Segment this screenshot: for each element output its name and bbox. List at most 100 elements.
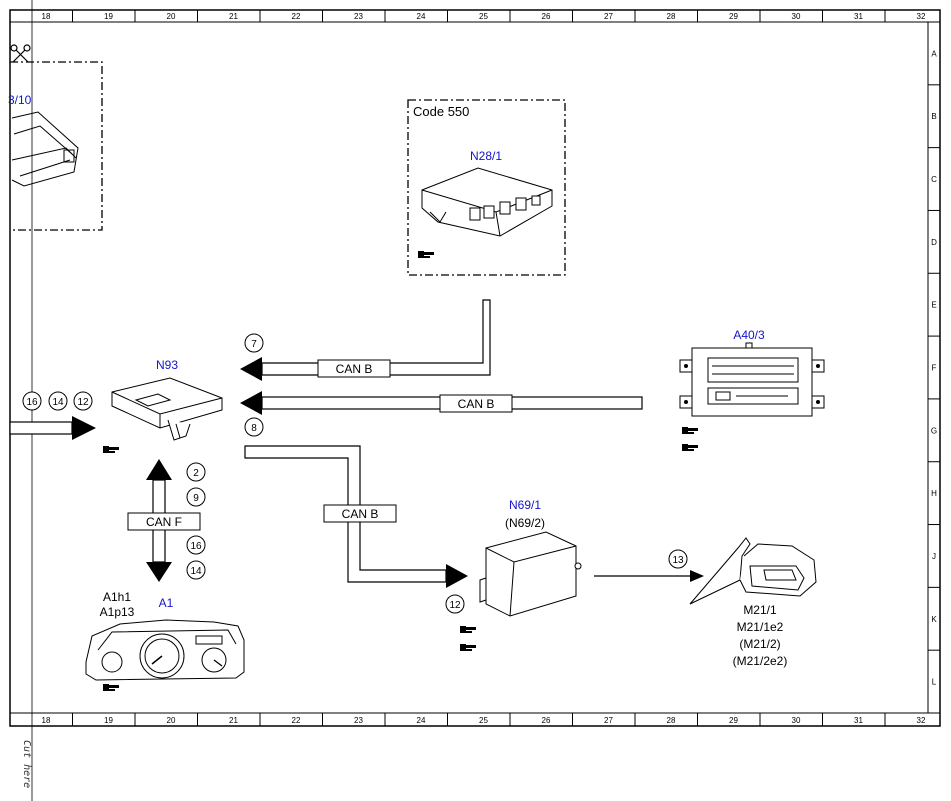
can-b-wire-middle: CAN B xyxy=(240,391,643,415)
a1-module: A1h1 A1p13 A1 xyxy=(85,590,245,691)
svg-text:14: 14 xyxy=(52,397,64,408)
a1h1-label: A1h1 xyxy=(103,590,131,604)
n69-2-label: (N69/2) xyxy=(505,516,545,530)
cut-here-label: Cut here xyxy=(21,740,32,789)
column-number: 21 xyxy=(229,12,238,21)
column-number: 18 xyxy=(42,12,51,21)
column-number: 27 xyxy=(604,12,613,21)
n93-module: N93 xyxy=(103,358,223,453)
column-number: 19 xyxy=(104,12,113,21)
marker-8: 8 xyxy=(244,417,264,437)
svg-text:2: 2 xyxy=(193,468,199,479)
row-letter: F xyxy=(932,364,937,373)
row-letter: A xyxy=(931,49,937,58)
marker-14-lower: 14 xyxy=(186,560,206,580)
svg-text:12: 12 xyxy=(449,600,461,611)
reference-icon xyxy=(460,626,476,633)
n28-1-label: N28/1 xyxy=(470,149,502,163)
a1-label: A1 xyxy=(159,596,174,610)
svg-text:9: 9 xyxy=(193,493,199,504)
svg-text:13: 13 xyxy=(672,555,684,566)
can-b-label-1: CAN B xyxy=(336,362,373,376)
column-number: 23 xyxy=(354,716,363,725)
frame xyxy=(9,0,941,801)
row-letter: C xyxy=(931,175,937,184)
svg-text:7: 7 xyxy=(251,339,257,350)
column-number: 20 xyxy=(167,716,176,725)
marker-14: 14 xyxy=(48,391,68,411)
partial-module-label: 3/10 xyxy=(8,93,32,107)
column-number: 21 xyxy=(229,716,238,725)
code-label: Code 550 xyxy=(413,104,469,119)
column-number: 31 xyxy=(854,12,863,21)
can-b-wire-lower: CAN B xyxy=(244,445,468,588)
column-number: 18 xyxy=(42,716,51,725)
column-number: 32 xyxy=(917,12,926,21)
column-number: 25 xyxy=(479,716,488,725)
svg-text:16: 16 xyxy=(190,541,202,552)
column-number: 23 xyxy=(354,12,363,21)
column-number: 29 xyxy=(729,12,738,21)
marker-12-lower: 12 xyxy=(445,594,465,614)
column-numbers: 1818191920202121222223232424252526262727… xyxy=(42,12,926,725)
n93-label: N93 xyxy=(156,358,178,372)
can-f-wire: CAN F xyxy=(127,459,201,582)
mirror-label-2: M21/1e2 xyxy=(737,620,784,634)
column-number: 29 xyxy=(729,716,738,725)
mirror-label-3: (M21/2) xyxy=(739,637,780,651)
mirror-component xyxy=(689,537,817,605)
svg-text:12: 12 xyxy=(77,397,89,408)
reference-icon xyxy=(103,684,119,691)
can-b-label-2: CAN B xyxy=(458,397,495,411)
column-number: 19 xyxy=(104,716,113,725)
column-ticks xyxy=(9,10,886,726)
column-number: 28 xyxy=(667,716,676,725)
column-number: 26 xyxy=(542,716,551,725)
marker-7: 7 xyxy=(244,333,264,353)
row-letter: K xyxy=(931,615,937,624)
mirror-label-4: (M21/2e2) xyxy=(733,654,788,668)
marker-12: 12 xyxy=(73,391,93,411)
column-number: 24 xyxy=(417,716,426,725)
partial-module: 3/10 xyxy=(8,44,103,231)
n69-1-label: N69/1 xyxy=(509,498,541,512)
row-letter: E xyxy=(931,301,936,310)
column-number: 22 xyxy=(292,716,301,725)
can-f-label: CAN F xyxy=(146,515,182,529)
column-number: 27 xyxy=(604,716,613,725)
left-input-arrow xyxy=(9,416,96,440)
a1p13-label: A1p13 xyxy=(100,605,135,619)
reference-icon xyxy=(682,427,698,434)
marker-2: 2 xyxy=(186,462,206,482)
can-b-label-3: CAN B xyxy=(342,507,379,521)
column-number: 30 xyxy=(792,716,801,725)
reference-icon xyxy=(682,444,698,451)
row-letter: H xyxy=(931,489,937,498)
marker-9: 9 xyxy=(186,487,206,507)
column-number: 31 xyxy=(854,716,863,725)
column-number: 24 xyxy=(417,12,426,21)
reference-icon xyxy=(418,251,434,258)
mirror-label-1: M21/1 xyxy=(743,603,777,617)
svg-text:16: 16 xyxy=(26,397,38,408)
svg-text:8: 8 xyxy=(251,423,257,434)
n28-1-module xyxy=(421,167,553,237)
column-number: 28 xyxy=(667,12,676,21)
column-number: 25 xyxy=(479,12,488,21)
code-550-box: Code 550 N28/1 xyxy=(407,99,566,276)
row-letter: D xyxy=(931,238,937,247)
reference-icon xyxy=(460,644,476,651)
scissors-icon xyxy=(10,44,31,63)
row-letter: J xyxy=(932,552,936,561)
marker-16-lower: 16 xyxy=(186,535,206,555)
can-b-wire-upper: CAN B xyxy=(240,299,491,381)
column-number: 20 xyxy=(167,12,176,21)
column-number: 32 xyxy=(917,716,926,725)
a40-3-module: A40/3 xyxy=(679,328,825,451)
column-number: 30 xyxy=(792,12,801,21)
row-letter: B xyxy=(931,112,936,121)
svg-text:14: 14 xyxy=(190,566,202,577)
n69-1-module: N69/1 (N69/2) xyxy=(460,498,582,651)
marker-13: 13 xyxy=(668,549,688,569)
